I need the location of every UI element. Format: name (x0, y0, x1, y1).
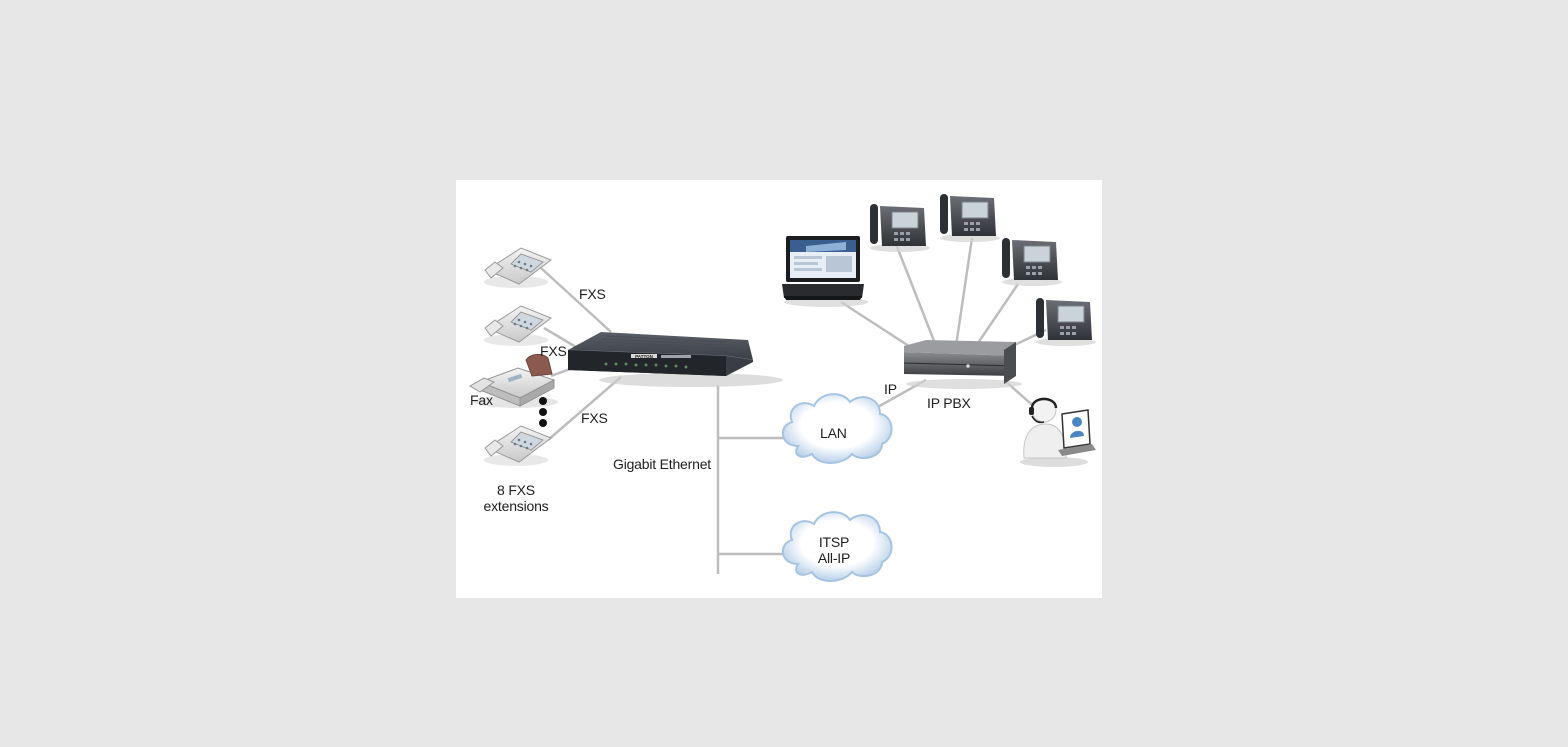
line-pbx-ipphone-2 (954, 237, 974, 347)
line-fxs-phone-3 (547, 376, 622, 441)
itsp-cloud-icon (782, 511, 893, 582)
fax-machine-icon (469, 353, 558, 408)
ip-phone-2-icon (940, 194, 1000, 242)
agent-headset-icon (1020, 397, 1096, 467)
fxs-extensions-line-2: extensions (483, 498, 549, 514)
analog-phone-2-icon (484, 305, 553, 346)
itsp-label: ITSP All-IP (808, 534, 860, 566)
patton-gateway-icon: PATTON (567, 332, 783, 387)
fxs-label-middle: FXS (540, 343, 567, 359)
line-pbx-laptop (840, 300, 919, 354)
analog-phone-1-icon (484, 247, 553, 288)
fxs-label-bottom: FXS (581, 410, 608, 426)
gateway-brand-text: PATTON (635, 354, 653, 359)
itsp-line-2: All-IP (817, 550, 851, 566)
network-diagram: PATTON (456, 180, 1102, 598)
lan-label: LAN (820, 425, 847, 441)
line-fxs-phone-1 (540, 267, 612, 333)
diagram-graphics: PATTON (469, 194, 1096, 582)
fax-label: Fax (470, 392, 493, 408)
more-extensions-dots-icon (539, 397, 547, 427)
ip-phone-3-icon (1002, 238, 1062, 286)
analog-phone-3-icon (484, 425, 553, 466)
gigabit-ethernet-label: Gigabit Ethernet (613, 456, 711, 472)
line-pbx-ipphone-1 (894, 243, 938, 347)
ip-pbx-server-icon (903, 340, 1022, 389)
fxs-extensions-line-1: 8 FXS (497, 482, 535, 498)
ip-phone-4-icon (1036, 298, 1096, 346)
fxs-extensions-label: 8 FXS extensions (476, 482, 556, 514)
itsp-line-1: ITSP (818, 534, 850, 550)
line-pbx-ipphone-3 (974, 283, 1020, 347)
fxs-label-top: FXS (579, 286, 606, 302)
lan-cloud-icon (782, 393, 893, 464)
laptop-icon (782, 236, 868, 307)
ip-pbx-label: IP PBX (927, 395, 971, 411)
ip-label: IP (884, 381, 897, 397)
ip-phone-1-icon (870, 204, 930, 252)
